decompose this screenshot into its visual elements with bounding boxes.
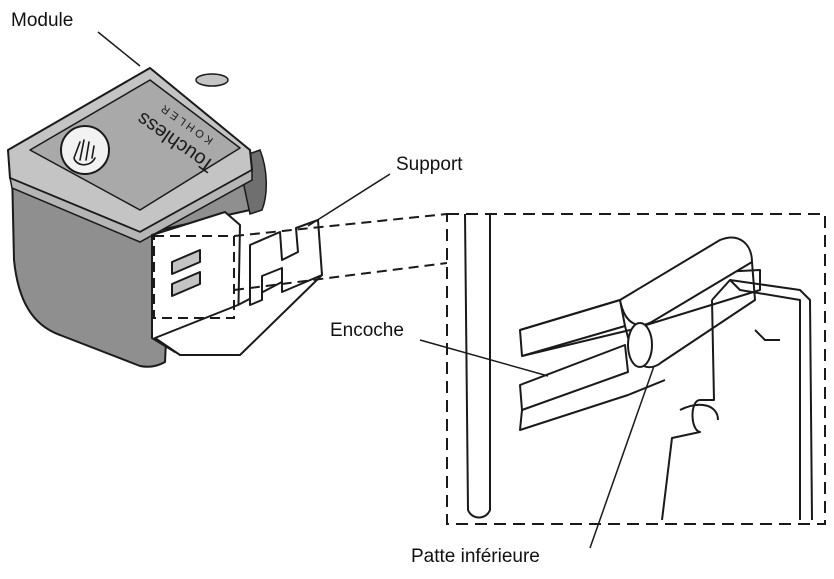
label-module: Module [11, 10, 74, 31]
leader-lines [97, 31, 655, 549]
leader-module [97, 31, 141, 67]
leader-patte [589, 365, 655, 549]
sensor-button [60, 125, 110, 175]
label-patte-inferieure: Patte inférieure [411, 546, 540, 567]
leader-support [307, 173, 391, 227]
slot-lower [519, 344, 629, 411]
module-lid-edge [8, 168, 253, 243]
detail-source-box [153, 235, 235, 319]
label-support: Support [396, 154, 463, 175]
detail-connector [233, 213, 448, 291]
module: Touchless KOHLER [7, 67, 267, 368]
leader-encoche [419, 339, 549, 377]
hand-icon [73, 139, 96, 166]
module-lid-top [29, 79, 241, 211]
detail-zoom-box [446, 213, 826, 525]
detail-zoom-content [464, 213, 813, 521]
label-encoche: Encoche [330, 320, 404, 341]
support-bracket [151, 211, 323, 356]
module-hinge [195, 73, 229, 87]
post [464, 213, 491, 519]
hook [661, 279, 813, 521]
